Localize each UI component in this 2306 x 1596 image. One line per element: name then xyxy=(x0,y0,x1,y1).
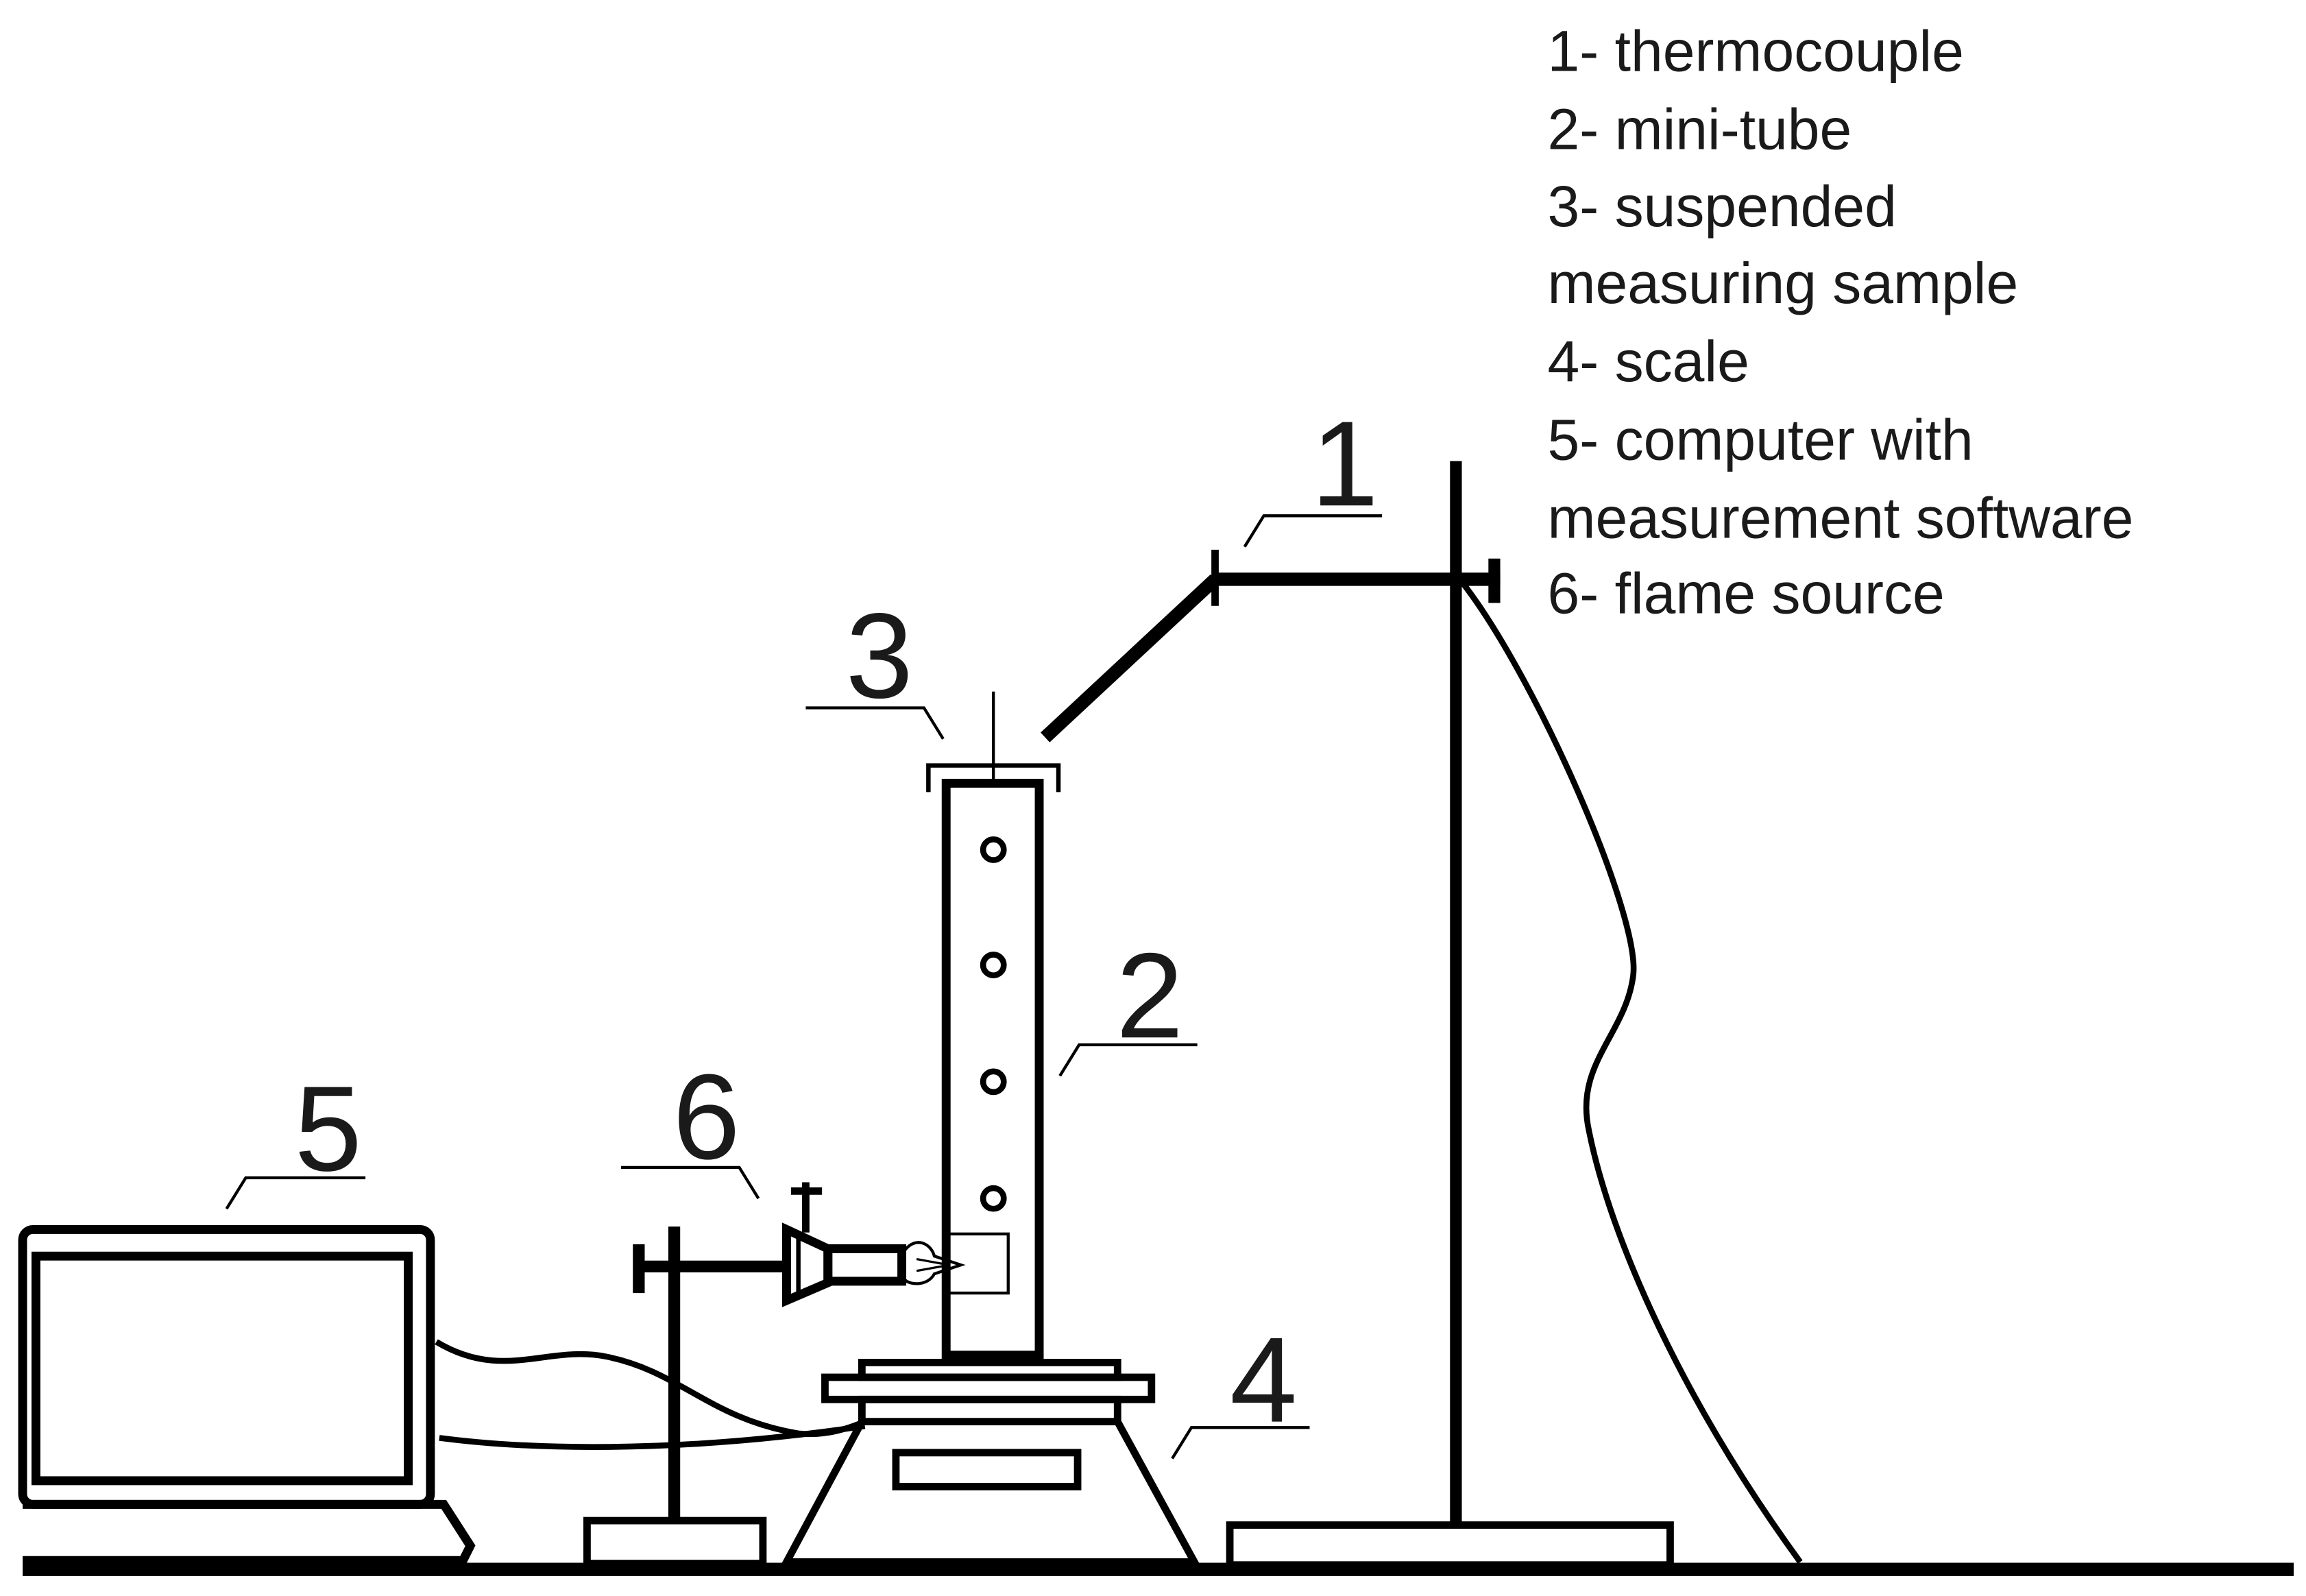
burner-nozzle xyxy=(823,1244,907,1286)
legend-line-4: measuring sample xyxy=(1548,251,2019,315)
scale-plate-low xyxy=(858,1395,1121,1426)
legend-line-8: 6- flame source xyxy=(1548,561,1945,626)
legend-line-5: 4- scale xyxy=(1548,329,1749,394)
legend: 1- thermocouple 2- mini-tube 3- suspende… xyxy=(1548,19,2134,625)
callout-6-leader xyxy=(620,1165,760,1200)
callout-6-label: 6 xyxy=(672,1050,740,1185)
mini-tube xyxy=(941,778,1044,1360)
scale-body xyxy=(780,1420,1201,1566)
callout-4: 4 xyxy=(1171,1313,1310,1460)
legend-line-6: 5- computer with xyxy=(1548,407,1974,472)
tube-hole-2 xyxy=(980,952,1007,978)
laptop-base xyxy=(22,1499,476,1565)
stand-base-right xyxy=(1226,1521,1674,1569)
callout-4-leader xyxy=(1171,1426,1310,1460)
callout-2-label: 2 xyxy=(1116,928,1183,1063)
callout-6: 6 xyxy=(620,1050,760,1200)
tube-hole-4 xyxy=(980,1185,1007,1212)
laptop-computer xyxy=(18,1224,476,1565)
thermocouple-stand xyxy=(1041,461,1803,1569)
cable-upper xyxy=(435,1339,866,1437)
cable-lower xyxy=(439,1423,866,1450)
laptop-screen-outer xyxy=(18,1224,435,1509)
callout-3-label: 3 xyxy=(846,588,913,723)
callout-3-leader xyxy=(805,706,945,740)
legend-line-3: 3- suspended xyxy=(1548,174,1897,239)
callout-1: 1 xyxy=(1243,396,1383,548)
tube-hole-1 xyxy=(980,836,1007,863)
callout-3: 3 xyxy=(805,588,945,740)
stand-base-left xyxy=(583,1516,767,1567)
callout-4-label: 4 xyxy=(1230,1313,1297,1448)
callout-2-leader xyxy=(1058,1043,1198,1077)
legend-line-2: 2- mini-tube xyxy=(1548,97,1852,162)
thermocouple-cable xyxy=(1461,581,1803,1564)
tube-hole-3 xyxy=(980,1068,1007,1096)
legend-line-1: 1- thermocouple xyxy=(1548,19,1964,83)
callout-5-label: 5 xyxy=(295,1061,362,1196)
flame-burner xyxy=(781,1182,1010,1307)
callout-1-leader xyxy=(1243,514,1383,548)
legend-line-7: measurement software xyxy=(1548,486,2134,551)
scale-display xyxy=(892,1449,1082,1490)
burner-cone xyxy=(781,1222,833,1307)
scale xyxy=(780,1359,1201,1566)
flame-source-stand xyxy=(583,1226,790,1567)
thermocouple-probe xyxy=(1041,574,1220,742)
suspended-sample xyxy=(926,691,1061,793)
callout-5: 5 xyxy=(225,1061,366,1210)
laptop-screen-inner xyxy=(31,1251,413,1486)
callout-1-label: 1 xyxy=(1311,396,1379,531)
callout-2: 2 xyxy=(1058,928,1198,1077)
callout-5-leader xyxy=(225,1176,366,1210)
